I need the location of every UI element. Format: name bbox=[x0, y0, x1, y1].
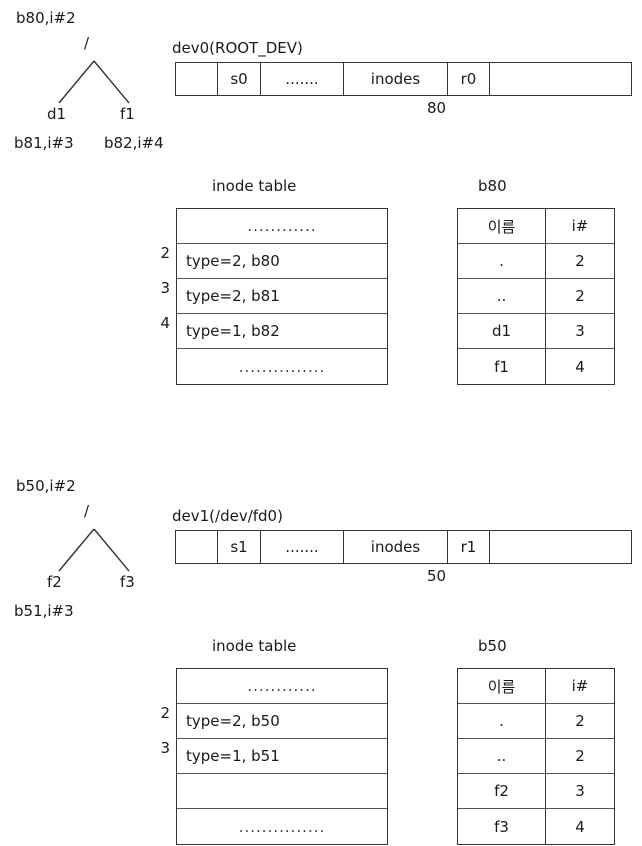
tree-child-annotation-f1: b82,i#4 bbox=[104, 134, 164, 152]
inode-table-row: type=1, b51 bbox=[177, 739, 387, 774]
inode-row-text-3: type=1, b51 bbox=[186, 747, 280, 765]
dir-entry-inum: 2 bbox=[575, 747, 585, 765]
inode-row-index-4-dev0: 4 bbox=[160, 314, 170, 332]
inode-row-index-2-dev1: 2 bbox=[160, 704, 170, 722]
dir-block-row: . 2 bbox=[458, 704, 614, 739]
dir-entry-inum: 4 bbox=[575, 357, 585, 376]
inode-table-row bbox=[177, 774, 387, 809]
dir-entry-name: d1 bbox=[458, 314, 546, 348]
inode-row-text-3: type=2, b81 bbox=[186, 287, 280, 305]
dir-entry-name: .. bbox=[458, 279, 546, 313]
dir-block-row: f2 3 bbox=[458, 774, 614, 809]
device-cell-root-dev0: r0 bbox=[448, 63, 490, 95]
dir-block-row: .. 2 bbox=[458, 279, 614, 314]
inode-table-row: ............... bbox=[177, 349, 387, 384]
inode-row-ellipsis-bottom: ............... bbox=[238, 817, 326, 836]
device-cell-boot-dev0 bbox=[176, 63, 218, 95]
dir-entry-name: . bbox=[458, 704, 546, 738]
inode-row-index-2-dev0: 2 bbox=[160, 244, 170, 262]
inode-table-title-dev0: inode table bbox=[212, 177, 297, 195]
tree-child-label-f3: f3 bbox=[120, 573, 135, 591]
dir-entry-name: f1 bbox=[458, 349, 546, 384]
device-cell-boot-dev1 bbox=[176, 531, 218, 563]
tree-child-label-f2: f2 bbox=[47, 573, 62, 591]
dir-entry-inum: 4 bbox=[575, 817, 585, 836]
inode-row-index-3-dev1: 3 bbox=[160, 739, 170, 757]
inode-table-row: type=2, b50 bbox=[177, 704, 387, 739]
dir-block-title-b50: b50 bbox=[478, 637, 507, 655]
device-strip-dev1: s1 ....... inodes r1 bbox=[175, 530, 632, 564]
dir-block-table-b50: 이름 i# . 2 .. 2 f2 3 f3 4 bbox=[457, 668, 615, 845]
dir-entry-inum: 2 bbox=[575, 712, 585, 730]
dir-block-header-inum: i# bbox=[571, 217, 589, 235]
tree-child-annotation-d1: b81,i#3 bbox=[14, 134, 74, 152]
inode-table-row: ............ bbox=[177, 669, 387, 704]
device-cell-root-dev1: r1 bbox=[448, 531, 490, 563]
inode-table-row: ............ bbox=[177, 209, 387, 244]
device-under-label-dev0: 80 bbox=[427, 99, 447, 117]
device-under-label-dev1: 50 bbox=[427, 567, 447, 585]
device-cell-inodes-dev0: inodes bbox=[344, 63, 448, 95]
tree-child-label-d1: d1 bbox=[47, 105, 67, 123]
inode-row-text-empty bbox=[177, 774, 186, 808]
dir-block-table-b80: 이름 i# . 2 .. 2 d1 3 f1 4 bbox=[457, 208, 615, 385]
dir-block-header-name: 이름 bbox=[458, 209, 546, 243]
dir-block-row: d1 3 bbox=[458, 314, 614, 349]
dir-block-row: f1 4 bbox=[458, 349, 614, 384]
inode-table-row: type=2, b80 bbox=[177, 244, 387, 279]
dir-block-row: .. 2 bbox=[458, 739, 614, 774]
device-title-dev1: dev1(/dev/fd0) bbox=[172, 507, 283, 525]
dir-entry-name: f3 bbox=[458, 809, 546, 844]
inode-row-text-4: type=1, b82 bbox=[186, 322, 280, 340]
inode-row-text-2: type=2, b50 bbox=[186, 712, 280, 730]
dir-entry-name: . bbox=[458, 244, 546, 278]
device-title-dev0: dev0(ROOT_DEV) bbox=[172, 39, 303, 57]
inode-table-dev1: ............ type=2, b50 type=1, b51 ...… bbox=[176, 668, 388, 845]
tree-root-annotation-dev1: b50,i#2 bbox=[16, 477, 76, 495]
dir-entry-inum: 3 bbox=[575, 322, 585, 340]
dir-entry-inum: 2 bbox=[575, 252, 585, 270]
dir-entry-inum: 2 bbox=[575, 287, 585, 305]
inode-row-ellipsis-bottom: ............... bbox=[238, 357, 326, 376]
inode-table-row: type=1, b82 bbox=[177, 314, 387, 349]
device-cell-data-dev1 bbox=[490, 531, 631, 563]
tree-root-label-dev0: / bbox=[84, 34, 90, 52]
inode-table-dev0: ............ type=2, b80 type=2, b81 typ… bbox=[176, 208, 388, 385]
dir-block-row: . 2 bbox=[458, 244, 614, 279]
inode-table-row: type=2, b81 bbox=[177, 279, 387, 314]
tree-edges-dev1 bbox=[50, 526, 140, 574]
tree-root-label-dev1: / bbox=[84, 502, 90, 520]
tree-child-label-f1: f1 bbox=[120, 105, 135, 123]
tree-child-annotation-f2: b51,i#3 bbox=[14, 602, 74, 620]
dir-block-header-row: 이름 i# bbox=[458, 209, 614, 244]
dir-block-row: f3 4 bbox=[458, 809, 614, 844]
device-cell-gap-dev0: ....... bbox=[261, 63, 344, 95]
device-cell-gap-dev1: ....... bbox=[261, 531, 344, 563]
device-cell-superblock-dev0: s0 bbox=[218, 63, 261, 95]
inode-table-title-dev1: inode table bbox=[212, 637, 297, 655]
dir-block-header-inum: i# bbox=[571, 677, 589, 695]
inode-table-row: ............... bbox=[177, 809, 387, 844]
tree-root-annotation-dev0: b80,i#2 bbox=[16, 9, 76, 27]
dir-entry-name: .. bbox=[458, 739, 546, 773]
dir-entry-inum: 3 bbox=[575, 782, 585, 800]
dir-entry-name: f2 bbox=[458, 774, 546, 808]
dir-block-header-row: 이름 i# bbox=[458, 669, 614, 704]
tree-edges-dev0 bbox=[50, 58, 140, 106]
dir-block-title-b80: b80 bbox=[478, 177, 507, 195]
inode-row-index-3-dev0: 3 bbox=[160, 279, 170, 297]
device-strip-dev0: s0 ....... inodes r0 bbox=[175, 62, 632, 96]
inode-row-ellipsis-top: ............ bbox=[247, 677, 317, 695]
inode-row-text-2: type=2, b80 bbox=[186, 252, 280, 270]
device-cell-inodes-dev1: inodes bbox=[344, 531, 448, 563]
device-cell-data-dev0 bbox=[490, 63, 631, 95]
dir-block-header-name: 이름 bbox=[458, 669, 546, 703]
device-cell-superblock-dev1: s1 bbox=[218, 531, 261, 563]
inode-row-ellipsis-top: ............ bbox=[247, 217, 317, 235]
